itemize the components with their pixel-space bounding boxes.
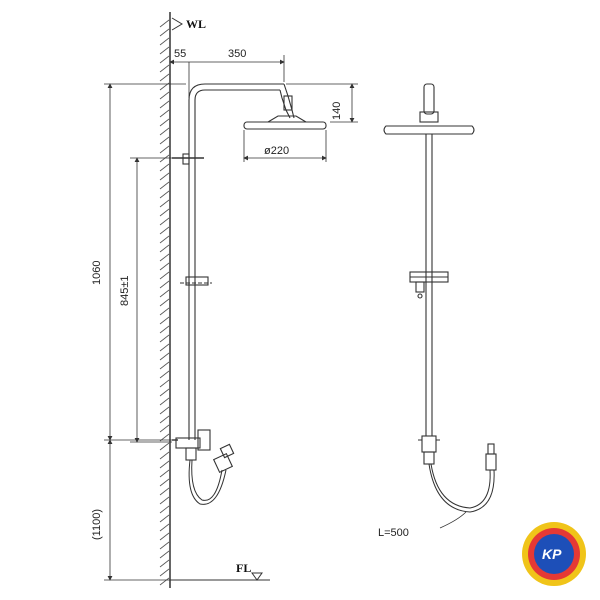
hatch-line [159,550,170,559]
hatch-line [159,397,170,406]
hatch-line [159,100,170,109]
hatch-line [159,577,170,586]
hatch-line [159,271,170,280]
dimension-bracket-spacing: 845±1 [119,275,131,306]
dimension-total-height: 1060 [91,261,103,285]
dimension-head-drop: 140 [331,102,343,120]
hatch-line [159,559,170,568]
hatch-line [159,172,170,181]
side-view-shower [172,83,327,505]
dimension-bracket-spacing-lines [130,157,172,443]
hatch-line [159,235,170,244]
brand-logo-text: KP [542,546,562,562]
hatch-line [159,523,170,532]
hatch-line [159,280,170,289]
hatch-line [159,217,170,226]
hatch-line [159,154,170,163]
hatch-line [159,325,170,334]
hatch-line [159,487,170,496]
hatch-line [159,307,170,316]
floor-level-label: FL [236,561,251,575]
hatch-line [159,64,170,73]
hatch-line [159,505,170,514]
hatch-line [159,109,170,118]
hatch-line [159,379,170,388]
hatch-line [159,298,170,307]
front-view-shower [383,83,497,513]
hatch-line [159,514,170,523]
dimension-mount-height-lines [104,439,172,581]
dimension-total-height-lines [104,83,186,441]
hatch-line [159,343,170,352]
hatch-line [159,334,170,343]
hatch-line [159,46,170,55]
hose-length-leader [439,511,467,529]
hatch-line [159,361,170,370]
hatch-line [159,415,170,424]
hatch-line [159,496,170,505]
wall-level-marker: WL [171,17,206,31]
hatch-line [159,118,170,127]
hatch-line [159,244,170,253]
dimension-arm-length: 350 [228,48,246,60]
hatch-line [159,568,170,577]
wall-level-label: WL [186,17,206,31]
hatch-line [159,406,170,415]
hatch-line [159,145,170,154]
hatch-line [159,289,170,298]
hatch-line [159,55,170,64]
hatch-line [159,253,170,262]
hatch-line [159,91,170,100]
hatch-line [159,469,170,478]
hatch-line [159,136,170,145]
hatch-line [159,208,170,217]
hatch-line [159,37,170,46]
dimension-head-drop-lines [286,83,358,123]
hatch-line [159,181,170,190]
dimension-head-diameter-lines [243,130,327,162]
hatch-line [159,316,170,325]
hatch-line [159,424,170,433]
dimension-wall-offset: 55 [174,48,186,60]
hatch-line [159,388,170,397]
wall-hatching [159,19,170,586]
wall [159,12,171,588]
hatch-line [159,262,170,271]
floor-level-marker: FL [170,561,270,581]
dimension-top [169,55,285,98]
hatch-line [159,352,170,361]
dimension-mount-height: (1100) [91,509,103,540]
hatch-line [159,460,170,469]
hatch-line [159,127,170,136]
hatch-line [159,478,170,487]
hatch-line [159,226,170,235]
hatch-line [159,199,170,208]
hatch-line [159,73,170,82]
hatch-line [159,28,170,37]
hatch-line [159,541,170,550]
brand-logo: KP [522,522,586,586]
hose-length-label: L=500 [378,527,409,539]
hatch-line [159,190,170,199]
hatch-line [159,532,170,541]
hatch-line [159,370,170,379]
dimension-head-diameter: ø220 [264,145,289,157]
hatch-line [159,19,170,28]
hatch-line [159,451,170,460]
hatch-line [159,163,170,172]
hatch-line [159,442,170,451]
